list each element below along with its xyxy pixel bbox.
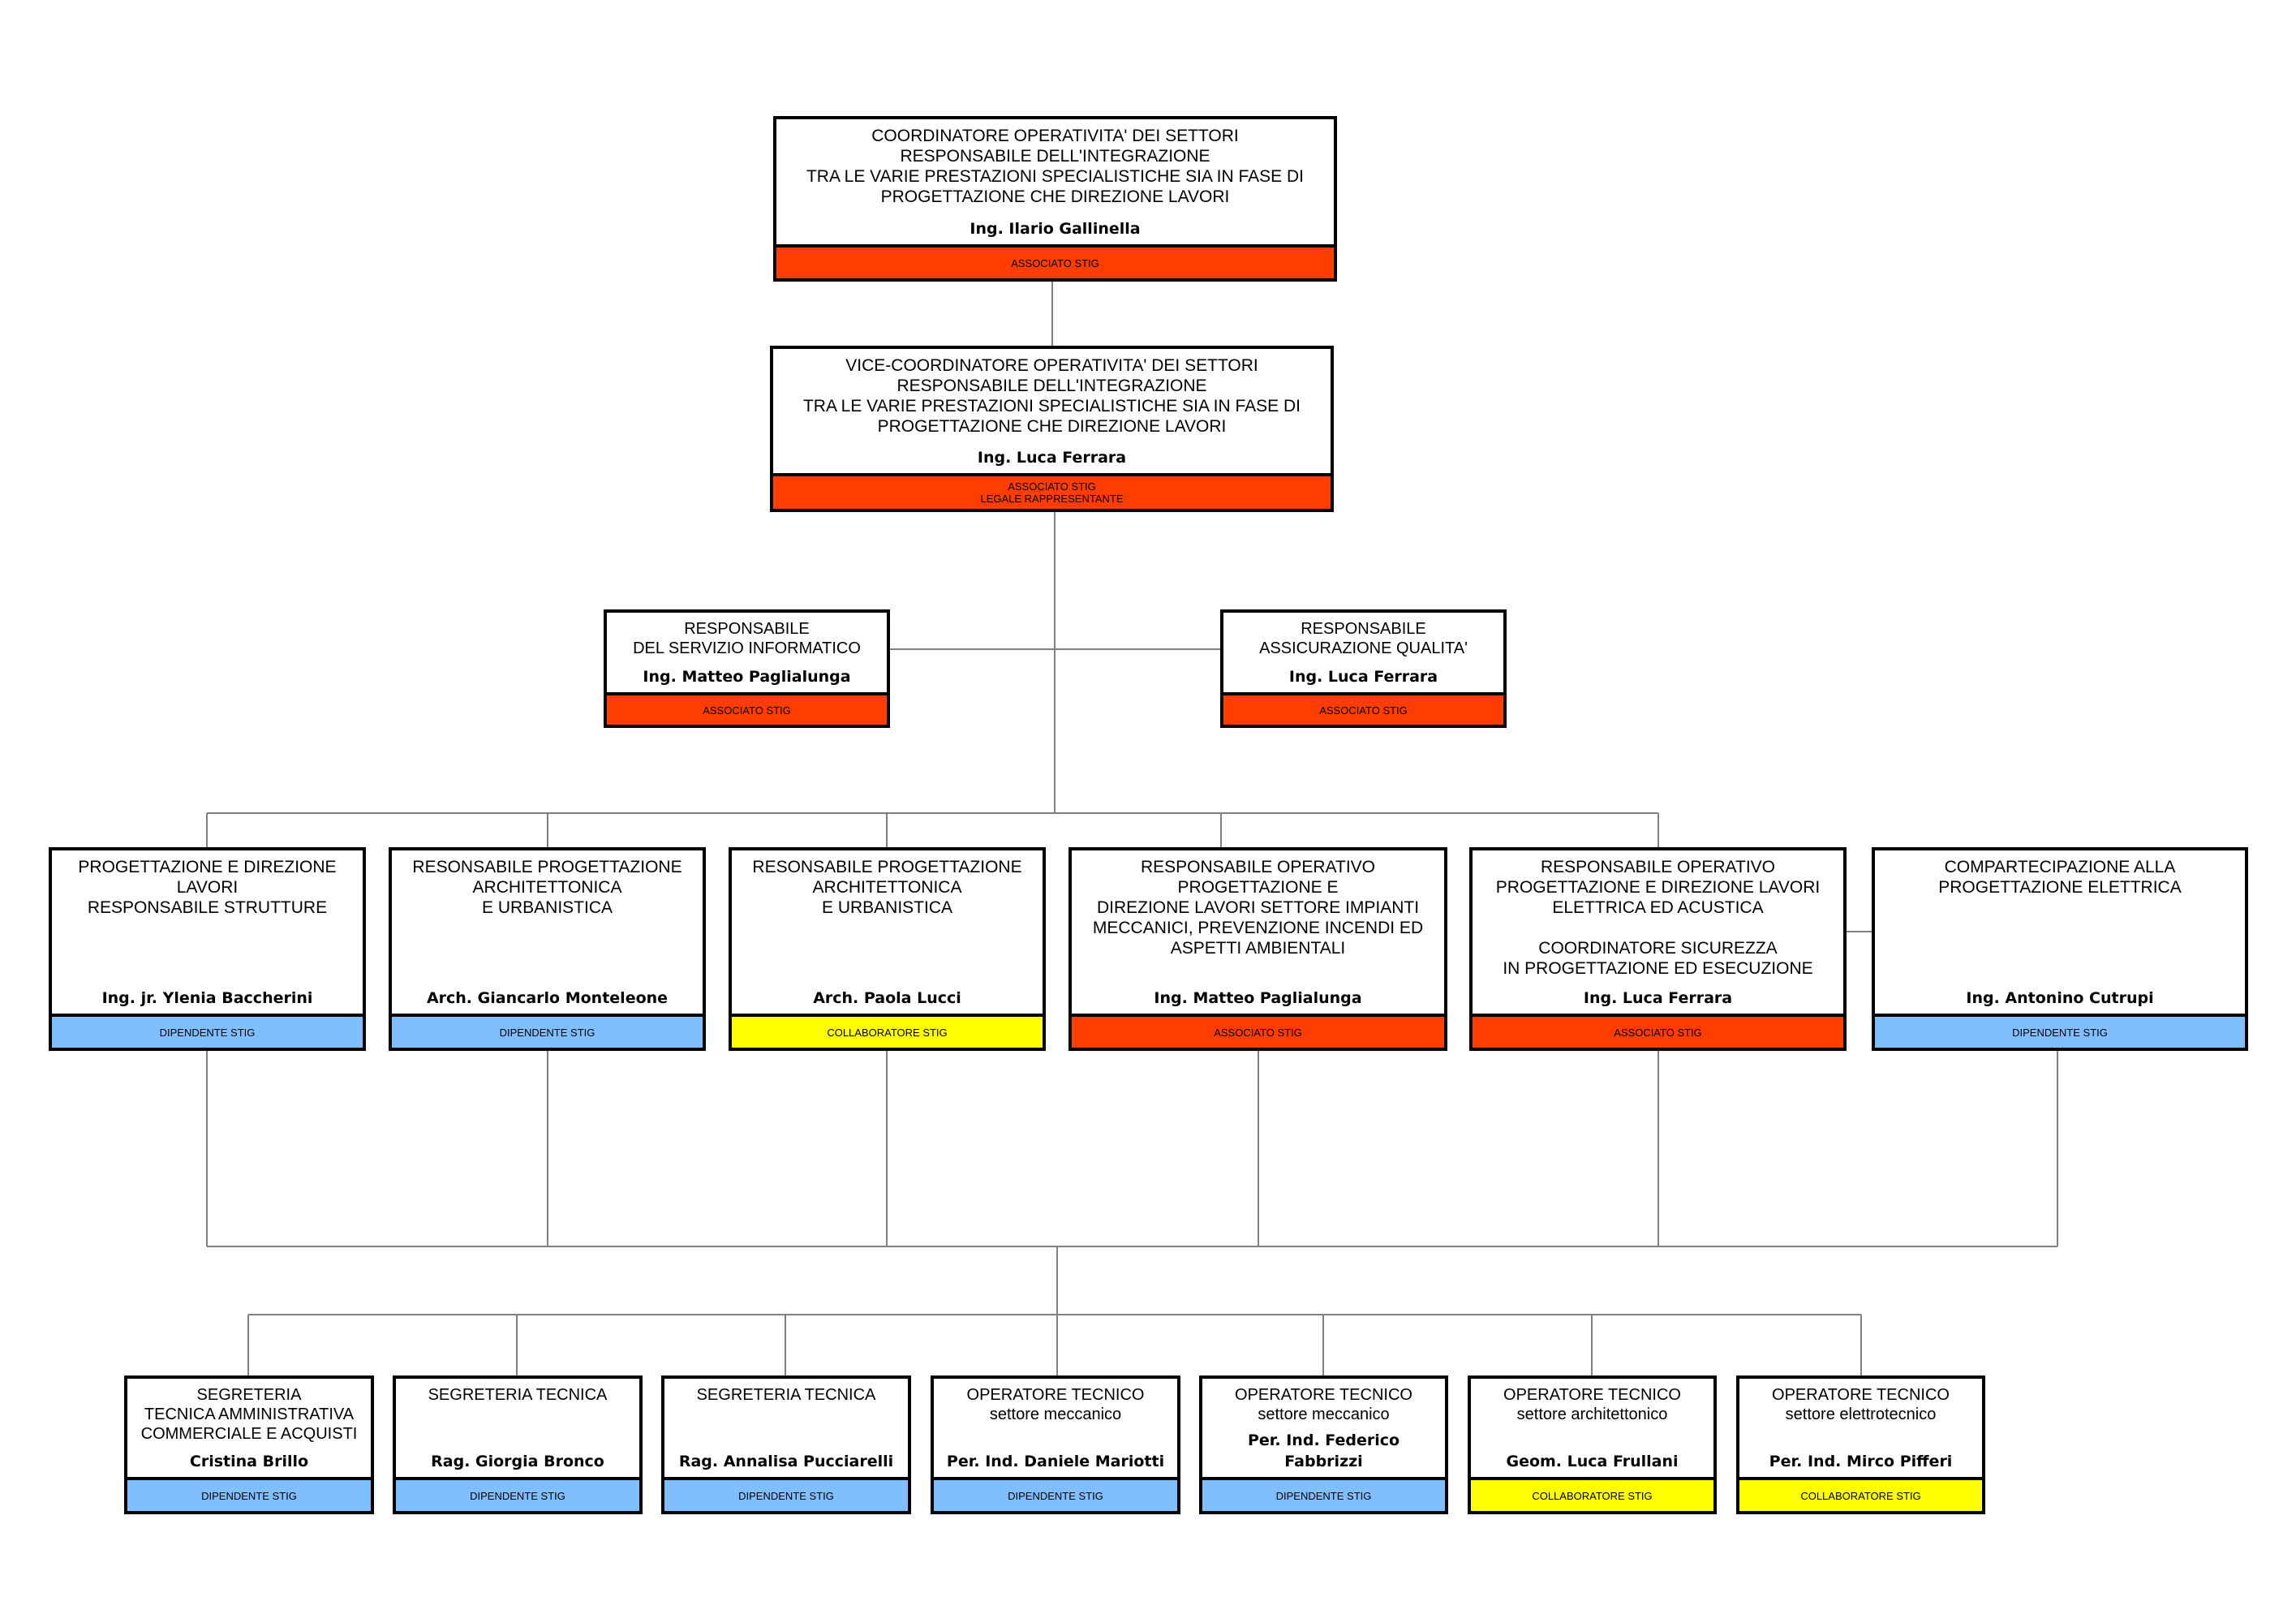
node-status-badge: DIPENDENTE STIG <box>664 1477 908 1511</box>
node-status-badge: ASSOCIATO STIG <box>1223 692 1503 725</box>
node-title: SEGRETERIA TECNICA <box>696 1386 876 1404</box>
node-title: COMPARTECIPAZIONE ALLA PROGETTAZIONE ELE… <box>1938 858 2182 897</box>
node-person-name: Ing. Matteo Paglialunga <box>643 668 851 686</box>
node-status-badge: ASSOCIATO STIG <box>1473 1014 1843 1048</box>
node-title: OPERATORE TECNICO settore meccanico <box>1235 1386 1412 1423</box>
node-title: RESONSABILE PROGETTAZIONE ARCHITETTONICA… <box>412 858 682 917</box>
org-node-n10: COMPARTECIPAZIONE ALLA PROGETTAZIONE ELE… <box>1872 847 2248 1051</box>
org-node-n9: RESPONSABILE OPERATIVO PROGETTAZIONE E D… <box>1469 847 1847 1051</box>
node-person-name: Ing. Matteo Paglialunga <box>1154 989 1362 1007</box>
node-person-name: Geom. Luca Frullani <box>1506 1453 1679 1470</box>
node-status-badge: DIPENDENTE STIG <box>396 1477 639 1511</box>
node-person-name: Ing. Luca Ferrara <box>1288 668 1438 686</box>
node-title: RESPONSABILE ASSICURAZIONE QUALITA' <box>1259 620 1468 657</box>
node-title: RESONSABILE PROGETTAZIONE ARCHITETTONICA… <box>752 858 1022 917</box>
org-node-n2: VICE-COORDINATORE OPERATIVITA' DEI SETTO… <box>770 346 1334 512</box>
node-person-name: Cristina Brillo <box>189 1453 309 1470</box>
node-title: RESPONSABILE OPERATIVO PROGETTAZIONE E D… <box>1495 858 1821 978</box>
node-status-badge: DIPENDENTE STIG <box>392 1014 703 1048</box>
node-title: VICE-COORDINATORE OPERATIVITA' DEI SETTO… <box>802 356 1301 436</box>
org-node-n5: PROGETTAZIONE E DIREZIONE LAVORI RESPONS… <box>49 847 366 1051</box>
org-node-n13: SEGRETERIA TECNICA Rag. Annalisa Pucciare… <box>661 1375 911 1514</box>
org-node-n17: OPERATORE TECNICO settore elettrotecnico… <box>1736 1375 1985 1514</box>
node-title: OPERATORE TECNICO settore architettonico <box>1503 1386 1681 1423</box>
org-node-n16: OPERATORE TECNICO settore architettonico… <box>1468 1375 1717 1514</box>
node-title: PROGETTAZIONE E DIREZIONE LAVORI RESPONS… <box>78 858 337 917</box>
node-title: COORDINATORE OPERATIVITA' DEI SETTORI RE… <box>806 127 1305 206</box>
node-status-badge: DIPENDENTE STIG <box>934 1477 1177 1511</box>
node-status-badge: DIPENDENTE STIG <box>1875 1014 2245 1048</box>
node-status-badge: COLLABORATORE STIG <box>1471 1477 1713 1511</box>
node-person-name: Arch. Giancarlo Monteleone <box>426 989 669 1007</box>
node-status-badge: ASSOCIATO STIG <box>607 692 887 725</box>
node-person-name: Per. Ind. Federico Fabbrizzi <box>1247 1431 1400 1470</box>
node-status-badge: ASSOCIATO STIG <box>1072 1014 1444 1048</box>
node-title: SEGRETERIA TECNICA AMMINISTRATIVA COMMER… <box>140 1386 358 1443</box>
node-person-name: Ing. Antonino Cutrupi <box>1966 989 2154 1007</box>
org-node-n6: RESONSABILE PROGETTAZIONE ARCHITETTONICA… <box>389 847 706 1051</box>
node-status-badge: COLLABORATORE STIG <box>1739 1477 1982 1511</box>
org-node-n7: RESONSABILE PROGETTAZIONE ARCHITETTONICA… <box>729 847 1046 1051</box>
node-person-name: Arch. Paola Lucci <box>813 989 961 1007</box>
node-title: OPERATORE TECNICO settore meccanico <box>966 1386 1145 1423</box>
node-title: SEGRETERIA TECNICA <box>428 1386 608 1404</box>
org-node-n1: COORDINATORE OPERATIVITA' DEI SETTORI RE… <box>773 116 1337 282</box>
node-status-badge: DIPENDENTE STIG <box>52 1014 363 1048</box>
org-node-n8: RESPONSABILE OPERATIVO PROGETTAZIONE E D… <box>1068 847 1447 1051</box>
node-status-badge: ASSOCIATO STIG <box>776 244 1334 278</box>
node-title: OPERATORE TECNICO settore elettrotecnico <box>1772 1386 1950 1423</box>
node-person-name: Ing. Luca Ferrara <box>1583 989 1733 1007</box>
node-title: RESPONSABILE OPERATIVO PROGETTAZIONE E D… <box>1092 858 1424 958</box>
node-person-name: Rag. Annalisa Pucciarelli <box>678 1453 894 1470</box>
node-person-name: Ing. Luca Ferrara <box>977 449 1127 467</box>
node-status-badge: COLLABORATORE STIG <box>732 1014 1043 1048</box>
node-status-badge: ASSOCIATO STIG LEGALE RAPPRESENTANTE <box>773 473 1331 509</box>
node-title: RESPONSABILE DEL SERVIZIO INFORMATICO <box>633 620 861 657</box>
node-person-name: Per. Ind. Daniele Mariotti <box>946 1453 1165 1470</box>
org-node-n3: RESPONSABILE DEL SERVIZIO INFORMATICO Ing… <box>604 609 890 728</box>
node-status-badge: DIPENDENTE STIG <box>1202 1477 1445 1511</box>
node-person-name: Ing. Ilario Gallinella <box>970 220 1141 238</box>
node-person-name: Per. Ind. Mirco Pifferi <box>1769 1453 1953 1470</box>
node-person-name: Rag. Giorgia Bronco <box>431 1453 604 1470</box>
org-node-n4: RESPONSABILE ASSICURAZIONE QUALITA' Ing. … <box>1220 609 1507 728</box>
node-person-name: Ing. jr. Ylenia Baccherini <box>101 989 313 1007</box>
org-node-n11: SEGRETERIA TECNICA AMMINISTRATIVA COMMER… <box>124 1375 374 1514</box>
node-status-badge: DIPENDENTE STIG <box>127 1477 371 1511</box>
